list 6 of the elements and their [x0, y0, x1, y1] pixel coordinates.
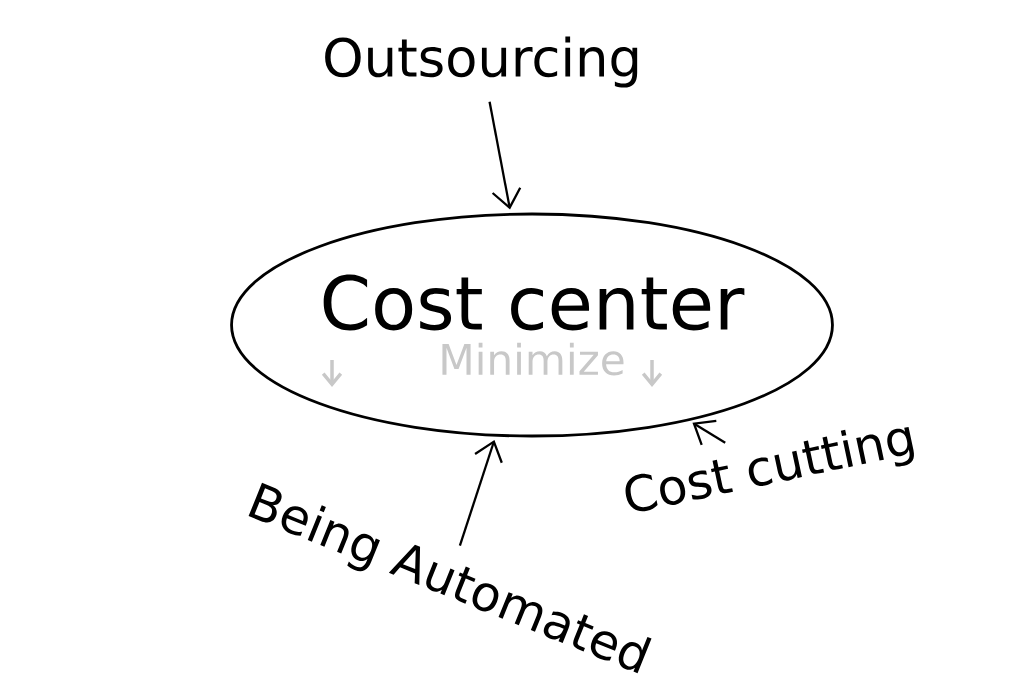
arrow — [458, 439, 503, 546]
text-label: Outsourcing — [325, 36, 638, 88]
ellipse-label: Cost center — [323, 274, 745, 331]
arrow — [488, 101, 522, 210]
arrow — [692, 419, 726, 446]
text-label: Cost cutting — [625, 426, 914, 512]
